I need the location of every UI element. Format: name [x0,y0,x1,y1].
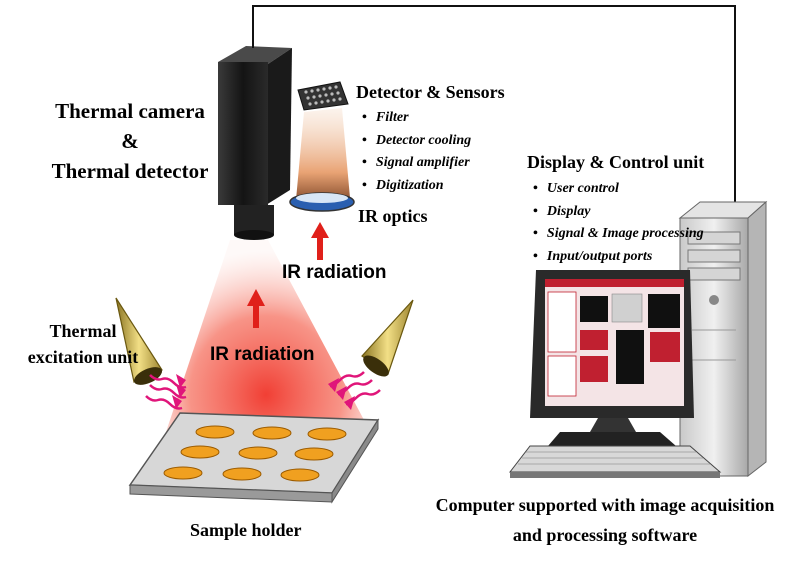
detector-array [304,85,342,106]
ir-beam [160,240,372,462]
camera-label-line3: Thermal detector [51,159,209,183]
keyboard [508,445,722,478]
excitation-label: Thermal excitation unit [20,318,146,370]
excitation-cone-left [115,297,163,385]
ir-arrows [247,222,329,328]
detector-item: Signal amplifier [362,152,471,175]
connection-cable [252,5,736,205]
display-item: Input/output ports [533,246,704,269]
computer-label: Computer supported with image acquisitio… [412,490,798,550]
camera-label-line2: & [121,129,139,153]
excitation-label-line1: Thermal [49,321,117,341]
camera-label: Thermal camera & Thermal detector [44,96,216,186]
detector-item: Filter [362,107,471,130]
ir-radiation-label-lower: IR radiation [210,344,315,365]
ir-optics-label: IR optics [358,206,428,226]
display-item: Display [533,201,704,224]
excitation-waves-left [145,374,187,410]
excitation-label-line2: excitation unit [27,347,139,367]
sample-spots [163,425,347,482]
display-item: Signal & Image processing [533,223,704,246]
display-items-list: User controlDisplaySignal & Image proces… [533,178,704,268]
excitation-waves-right [328,371,381,410]
detector-item: Detector cooling [362,130,471,153]
camera-label-line1: Thermal camera [55,99,205,123]
ir-radiation-label-upper: IR radiation [282,262,387,283]
display-item: User control [533,178,704,201]
sample-holder-label: Sample holder [190,520,302,540]
sample-holder [128,412,380,504]
display-title: Display & Control unit [527,152,705,172]
thermal-camera [218,46,292,240]
detector-item: Digitization [362,175,471,198]
computer-label-line1: Computer supported with image acquisitio… [435,495,775,515]
detector-assembly [289,81,355,212]
computer-monitor [530,270,694,446]
excitation-cone-right [361,299,414,377]
detector-items-list: FilterDetector coolingSignal amplifierDi… [362,107,471,197]
computer-label-line2: and processing software [512,525,698,545]
detector-title: Detector & Sensors [356,82,505,102]
